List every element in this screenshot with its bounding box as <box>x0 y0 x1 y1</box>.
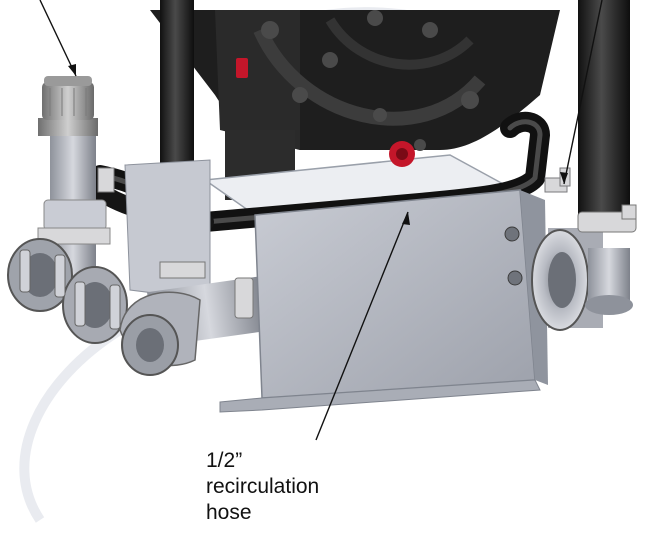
manifold-pipe <box>119 261 269 376</box>
leader-lines <box>39 0 603 441</box>
vertical-hose-right <box>578 0 630 215</box>
red-drain-plug <box>389 141 415 167</box>
mounting-bracket-plate <box>219 189 548 413</box>
recirculation-hose-label: 1/2” recirculation hose <box>206 448 406 526</box>
label-line-hose: hose <box>206 501 252 524</box>
leader-arrowheads <box>68 64 568 225</box>
bracket-bolts <box>504 226 523 286</box>
pump-body <box>150 10 560 151</box>
label-line-recirculation: recirculation <box>206 475 320 498</box>
rear-bracket <box>124 159 211 301</box>
red-plug-upper <box>236 58 248 78</box>
camlock-couplers <box>7 238 128 344</box>
discharge-port <box>531 204 637 331</box>
label-line-size: 1/2” <box>206 449 243 472</box>
